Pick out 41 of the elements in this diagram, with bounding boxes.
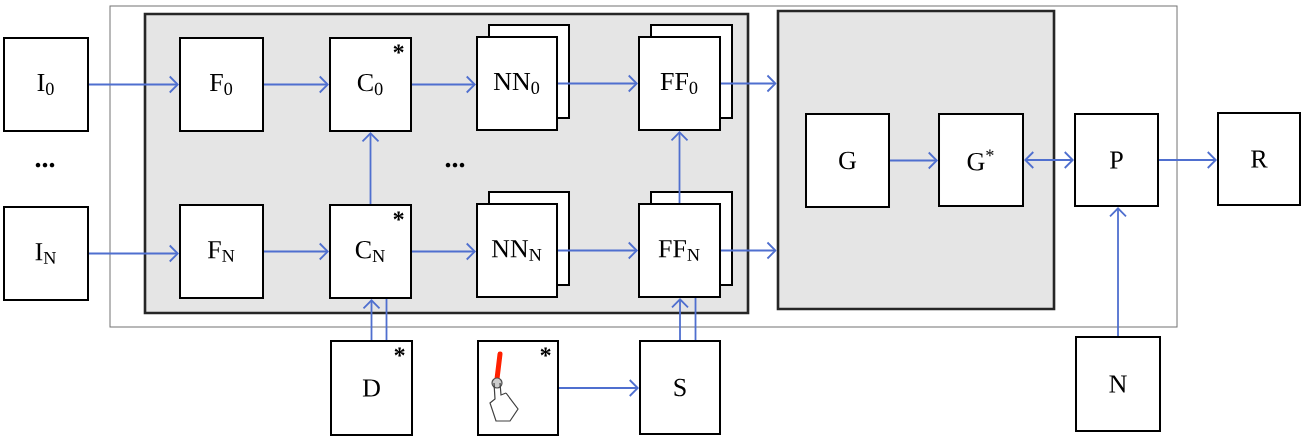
ellipsis: ... (35, 162, 55, 168)
asterisk: * (540, 347, 551, 357)
outer-frame (109, 5, 1178, 328)
arrow (720, 74, 777, 93)
arrow (1158, 151, 1217, 169)
box: G$^{*}$ (938, 113, 1024, 207)
stacked-box: NN$_{0}$ (476, 24, 570, 131)
arrow (558, 379, 639, 397)
box: N (1075, 336, 1161, 432)
arrow (411, 242, 476, 261)
box: R (1217, 112, 1301, 206)
stacked-box: FF$_{0}$ (638, 24, 733, 131)
arrow (557, 241, 638, 260)
arrow (411, 75, 476, 94)
arrow (362, 299, 381, 341)
arrow (1109, 207, 1127, 337)
arrow (670, 131, 689, 204)
arrow (263, 75, 329, 94)
arrow (720, 241, 777, 260)
arrow (88, 75, 179, 94)
box: G (805, 113, 890, 208)
asterisk: * (394, 347, 405, 357)
arrow (557, 74, 638, 93)
box: I$_{N}$ (3, 206, 89, 301)
arrow (671, 298, 689, 341)
box: S (639, 340, 721, 435)
asterisk: * (393, 211, 404, 221)
ellipsis: ... (445, 162, 465, 168)
box: P (1074, 113, 1159, 207)
box: F$_{0}$ (179, 37, 264, 132)
arrow (889, 151, 938, 170)
box: I$_{0}$ (3, 37, 89, 132)
box (477, 340, 559, 436)
arrow (361, 132, 380, 205)
arrow (88, 244, 179, 263)
asterisk: * (393, 44, 404, 54)
stacked-box: FF$_{N}$ (638, 191, 733, 298)
arrow (263, 242, 329, 261)
stacked-box: NN$_{N}$ (476, 191, 570, 298)
box: F$_{N}$ (179, 204, 264, 299)
arrow (1024, 151, 1074, 169)
